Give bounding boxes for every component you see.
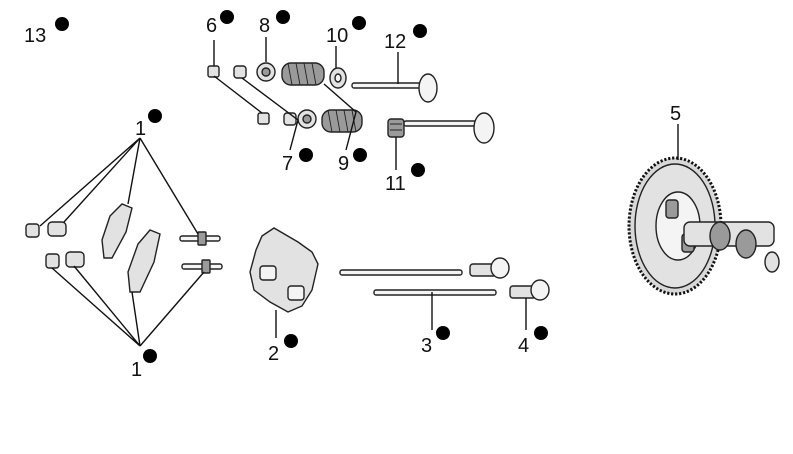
rocker-pivot-1 bbox=[47, 221, 67, 237]
rocker-pivot-2 bbox=[65, 251, 85, 268]
rocker-stud-lower bbox=[181, 259, 223, 274]
callout-12-label: 12 bbox=[384, 31, 406, 53]
valve-stem-seal bbox=[387, 118, 405, 138]
spring-retainer-lower bbox=[297, 109, 317, 129]
spring-seat-washer-upper bbox=[329, 67, 347, 89]
callout-6-dot bbox=[220, 10, 234, 24]
cam-shaft bbox=[683, 221, 780, 273]
valve-train-group: 6 8 10 12 7 9 11 bbox=[206, 10, 495, 195]
callout-11-label: 11 bbox=[385, 173, 406, 195]
callout-5-label: 5 bbox=[670, 103, 681, 125]
callout-3-dot bbox=[436, 326, 450, 340]
rocker-nut-2 bbox=[45, 253, 60, 269]
push-rod-upper bbox=[339, 269, 463, 276]
callout-4-label: 4 bbox=[518, 335, 529, 357]
callout-10-dot bbox=[352, 16, 366, 30]
callout-8-dot bbox=[276, 10, 290, 24]
push-rod-group: 3 4 bbox=[339, 257, 550, 357]
spring-retainer-upper bbox=[256, 62, 276, 82]
valve-spring-upper bbox=[281, 62, 325, 86]
rocker-arm-group: 1 1 bbox=[25, 109, 223, 381]
exhaust-valve bbox=[403, 112, 495, 144]
callout-9-dot bbox=[353, 148, 367, 162]
callout-11-dot bbox=[411, 163, 425, 177]
callout-13-dot bbox=[55, 17, 69, 31]
valve-cap-upper bbox=[207, 65, 220, 78]
callout-4-dot bbox=[534, 326, 548, 340]
rocker-arm-upper bbox=[101, 203, 133, 259]
callout-1-bottom-dot bbox=[143, 349, 157, 363]
tappet-upper bbox=[469, 257, 510, 279]
tappet-lower bbox=[509, 279, 550, 301]
valve-cotter-upper bbox=[233, 65, 247, 79]
callout-3-label: 3 bbox=[421, 335, 432, 357]
leader-1-bottom bbox=[51, 265, 205, 347]
guide-plate-hole-2 bbox=[287, 285, 305, 301]
callout-2-label: 2 bbox=[268, 343, 279, 365]
rocker-nut-1 bbox=[25, 223, 40, 238]
callout-8-label: 8 bbox=[259, 15, 270, 37]
leader-6 bbox=[213, 40, 263, 114]
callout-1-top-label: 1 bbox=[135, 118, 146, 140]
leader-1-top bbox=[39, 137, 199, 235]
push-rod-lower bbox=[373, 289, 497, 296]
camshaft-group: 5 bbox=[627, 103, 780, 296]
callout-9-label: 9 bbox=[338, 153, 349, 175]
rocker-arm-lower bbox=[127, 229, 161, 293]
callout-12-dot bbox=[413, 24, 427, 38]
guide-plate-hole-1 bbox=[259, 265, 277, 281]
guide-plate-group: 2 bbox=[249, 227, 319, 365]
callout-2-dot bbox=[284, 334, 298, 348]
callout-13-label: 13 bbox=[24, 25, 46, 47]
intake-valve bbox=[351, 73, 438, 103]
callout-1-top-dot bbox=[148, 109, 162, 123]
callout-6-label: 6 bbox=[206, 15, 217, 37]
leader-8-7 bbox=[241, 37, 299, 151]
valve-cap-lower bbox=[257, 112, 270, 125]
callout-10-label: 10 bbox=[326, 25, 348, 47]
callout-7-label: 7 bbox=[282, 153, 293, 175]
leader-10-9 bbox=[323, 46, 357, 151]
rocker-stud-upper bbox=[179, 231, 221, 246]
callout-7-dot bbox=[299, 148, 313, 162]
callout-1-bottom-label: 1 bbox=[131, 359, 142, 381]
